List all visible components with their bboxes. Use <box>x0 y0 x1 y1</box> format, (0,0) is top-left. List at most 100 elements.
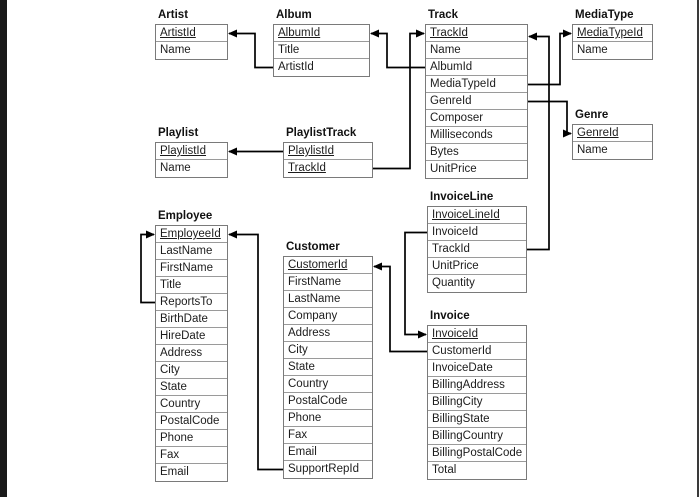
column-employeeid: EmployeeId <box>156 226 227 243</box>
column-composer: Composer <box>426 110 527 127</box>
column-artistid: ArtistId <box>278 61 314 73</box>
column-email: Email <box>284 444 372 461</box>
table-title: PlaylistTrack <box>286 127 357 139</box>
column-lastname: LastName <box>156 243 227 260</box>
column-city: City <box>284 342 372 359</box>
column-name: Name <box>577 144 608 156</box>
column-title: Title <box>156 277 227 294</box>
column-invoiceid: InvoiceId <box>428 224 526 241</box>
column-phone: Phone <box>156 430 227 447</box>
column-bytes: Bytes <box>426 144 527 161</box>
column-artistid: ArtistId <box>156 25 227 42</box>
column-invoicelineid: InvoiceLineId <box>428 207 526 224</box>
column-hiredate: HireDate <box>156 328 227 345</box>
column-billingcountry: BillingCountry <box>428 428 526 445</box>
column-fax: Fax <box>156 447 227 464</box>
column-customerid: CustomerId <box>428 343 526 360</box>
column-billingstate: BillingState <box>428 411 526 428</box>
relationship-track-genreid-to-genre-genreid <box>528 100 572 138</box>
column-albumid: AlbumId <box>426 59 527 76</box>
column-quantity: Quantity <box>432 277 475 289</box>
column-genreid: GenreId <box>426 93 527 110</box>
column-state: State <box>156 379 227 396</box>
column-customerid: CustomerId <box>284 257 372 274</box>
column-total: Total <box>432 464 457 476</box>
column-name: Name <box>160 162 191 174</box>
relationship-invoice-customerid-to-customer-customerid <box>373 262 427 353</box>
column-mediatypeid: MediaTypeId <box>573 25 652 42</box>
column-playlistid: PlaylistId <box>284 143 372 160</box>
column-trackid: TrackId <box>428 241 526 258</box>
column-billingaddress: BillingAddress <box>428 377 526 394</box>
column-playlistid: PlaylistId <box>156 143 227 160</box>
table-title: InvoiceLine <box>430 191 494 203</box>
column-invoicedate: InvoiceDate <box>428 360 526 377</box>
table-title: MediaType <box>575 9 634 21</box>
column-billingpostalcode: BillingPostalCode <box>428 445 526 462</box>
column-mediatypeid: MediaTypeId <box>426 76 527 93</box>
column-state: State <box>284 359 372 376</box>
table-title: Album <box>276 9 312 21</box>
column-firstname: FirstName <box>284 274 372 291</box>
relationship-employee-reportsto-to-employee-employeeid <box>140 230 155 304</box>
column-supportrepid: SupportRepId <box>288 463 359 475</box>
table-title: Employee <box>158 210 213 222</box>
right-edge-line <box>697 0 699 497</box>
column-unitprice: UnitPrice <box>430 163 477 175</box>
left-edge-bar <box>0 0 7 497</box>
column-invoiceid: InvoiceId <box>428 326 526 343</box>
column-trackid: TrackId <box>426 25 527 42</box>
column-firstname: FirstName <box>156 260 227 277</box>
table-title: Genre <box>575 109 609 121</box>
column-billingcity: BillingCity <box>428 394 526 411</box>
column-phone: Phone <box>284 410 372 427</box>
column-name: Name <box>160 44 191 56</box>
table-title: Artist <box>158 9 189 21</box>
column-email: Email <box>160 466 189 478</box>
column-title: Title <box>274 42 369 59</box>
column-trackid: TrackId <box>288 162 326 174</box>
column-name: Name <box>426 42 527 59</box>
relationship-track-mediatypeid-to-mediatype-mediatypeid <box>528 29 572 86</box>
column-reportsto: ReportsTo <box>156 294 227 311</box>
table-title: Invoice <box>430 310 470 322</box>
column-country: Country <box>156 396 227 413</box>
table-title: Customer <box>286 241 340 253</box>
relationship-track-albumid-to-album-albumid <box>370 29 425 69</box>
column-lastname: LastName <box>284 291 372 308</box>
table-title: Playlist <box>158 127 199 139</box>
column-name: Name <box>577 44 608 56</box>
relationship-playlisttrack-trackid-to-track-trackid <box>373 29 425 170</box>
column-birthdate: BirthDate <box>156 311 227 328</box>
column-postalcode: PostalCode <box>156 413 227 430</box>
relationship-album-artistid-to-artist-artistid <box>228 29 273 69</box>
column-city: City <box>156 362 227 379</box>
relationship-customer-supportrepid-to-employee-employeeid <box>228 230 283 471</box>
relationship-invoiceline-trackid-to-track-trackid <box>527 32 550 251</box>
column-milliseconds: Milliseconds <box>426 127 527 144</box>
relationship-invoiceline-invoiceid-to-invoice-invoiceid <box>404 231 427 339</box>
column-fax: Fax <box>284 427 372 444</box>
column-company: Company <box>284 308 372 325</box>
column-unitprice: UnitPrice <box>428 258 526 275</box>
